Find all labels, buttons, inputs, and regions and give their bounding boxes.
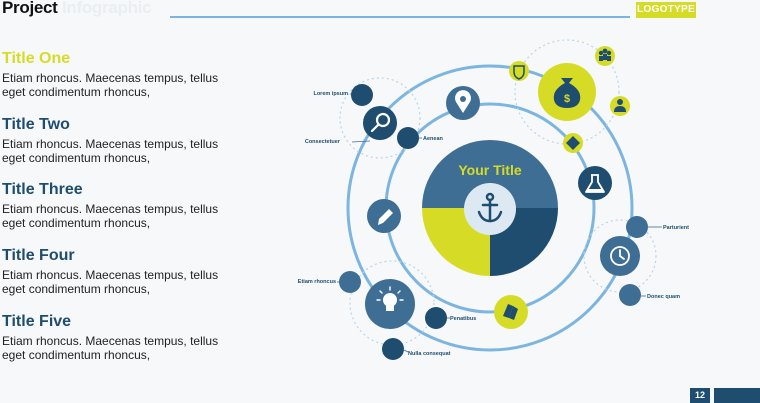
section-4: Title Four Etiam rhoncus. Maecenas tempu… xyxy=(2,247,242,296)
lightbulb-node xyxy=(365,279,415,329)
label-etiam: Etiam rhoncus xyxy=(298,279,336,285)
center-title: Your Title xyxy=(458,162,521,178)
section-5-title: Title Five xyxy=(2,313,72,330)
diamond-node xyxy=(563,133,583,153)
outer-ring xyxy=(346,64,634,352)
node-etiam-dot xyxy=(339,271,361,293)
flask-icon xyxy=(585,174,605,193)
money-bag-icon: $ xyxy=(553,78,581,108)
label-aenean: Aenean xyxy=(423,136,444,142)
section-2: Title Two Etiam rhoncus. Maecenas tempus… xyxy=(2,116,242,165)
node-aenean-dot xyxy=(397,127,419,149)
orbit-diagram: Your Title $ xyxy=(298,39,689,360)
section-5: Title Five Etiam rhoncus. Maecenas tempu… xyxy=(2,313,242,362)
node-lorem-dot xyxy=(351,84,373,106)
label-lorem: Lorem ipsum xyxy=(313,91,348,97)
section-2-body: Etiam rhoncus. Maecenas tempus, tellus e… xyxy=(2,137,219,165)
svg-text:$: $ xyxy=(564,93,570,105)
header-rule xyxy=(170,16,630,18)
section-5-body: Etiam rhoncus. Maecenas tempus, tellus e… xyxy=(2,334,219,362)
section-4-title: Title Four xyxy=(2,247,75,264)
node-nulla-dot xyxy=(382,338,404,360)
section-1-title: Title One xyxy=(2,50,71,67)
search-icon xyxy=(370,112,391,133)
person-icon xyxy=(614,99,626,112)
label-consectetuer: Consectetuer xyxy=(305,139,341,145)
orbit-dashed-left xyxy=(339,77,421,159)
people-icon xyxy=(598,48,612,61)
search-node xyxy=(363,106,397,140)
location-pin-icon xyxy=(455,90,471,113)
label-parturient: Parturient xyxy=(663,225,689,231)
node-donec-dot xyxy=(619,284,641,306)
label-penatibus: Penatibus xyxy=(450,316,476,322)
page-number: 12 xyxy=(690,388,710,403)
section-1: Title One Etiam rhoncus. Maecenas tempus… xyxy=(2,50,242,99)
section-3-body: Etiam rhoncus. Maecenas tempus, tellus e… xyxy=(2,202,219,230)
page-header-title: Project Infographic xyxy=(2,0,152,18)
label-nulla: Nulla consequat xyxy=(408,351,451,357)
person-node xyxy=(610,96,630,116)
clock-node xyxy=(600,236,640,276)
shield-icon xyxy=(513,65,525,80)
clock-icon xyxy=(610,246,630,266)
node-penatibus-dot xyxy=(425,307,447,329)
anchor-icon xyxy=(477,192,503,223)
lightbulb-icon xyxy=(376,286,404,311)
header-title-main: Project xyxy=(2,0,58,17)
section-3-title: Title Three xyxy=(2,181,83,198)
money-node: $ xyxy=(538,63,596,121)
handshake-icon xyxy=(503,304,518,320)
label-donec: Donec quam xyxy=(647,294,680,300)
pencil-node xyxy=(367,199,401,233)
section-2-title: Title Two xyxy=(2,116,70,133)
handshake-node xyxy=(494,295,528,329)
people-node xyxy=(595,46,615,66)
location-node xyxy=(446,86,480,120)
pencil-icon xyxy=(378,209,393,225)
section-4-body: Etiam rhoncus. Maecenas tempus, tellus e… xyxy=(2,268,219,296)
node-parturient-dot xyxy=(626,216,648,238)
section-1-body: Etiam rhoncus. Maecenas tempus, tellus e… xyxy=(2,71,219,99)
shield-node xyxy=(509,61,529,81)
logotype-badge: LOGOTYPE xyxy=(636,2,696,18)
diamond-icon xyxy=(566,136,580,150)
section-3: Title Three Etiam rhoncus. Maecenas temp… xyxy=(2,181,242,230)
footer-bar xyxy=(714,388,760,403)
center-pie: Your Title xyxy=(422,140,558,276)
flask-node xyxy=(578,166,612,200)
header-title-sub: Infographic xyxy=(61,0,152,17)
